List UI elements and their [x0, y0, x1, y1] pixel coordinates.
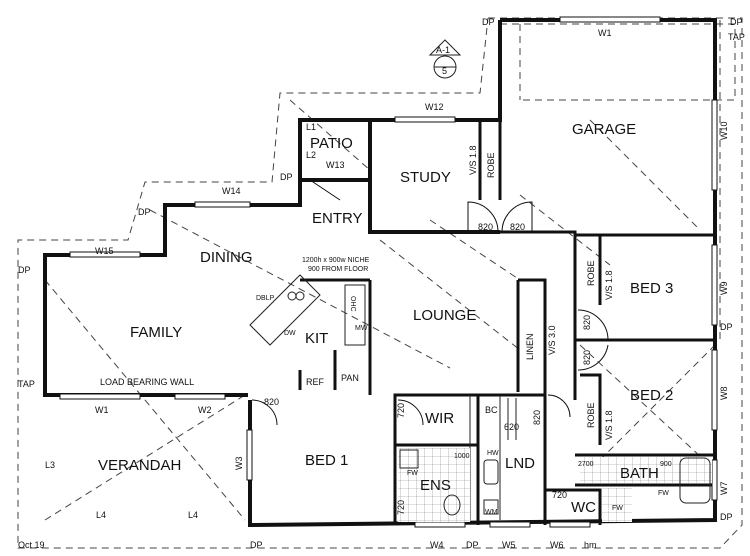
label-dp-8: DP	[466, 540, 479, 550]
label-dp-6: DP	[720, 322, 733, 332]
room-study: STUDY	[400, 169, 451, 186]
label-dp-2: DP	[730, 17, 743, 27]
label-w7: W7	[719, 482, 729, 496]
room-family: FAMILY	[130, 324, 182, 341]
label-720-wir: 720	[396, 403, 406, 418]
label-w1-verandah: W1	[95, 405, 109, 415]
label-2700: 2700	[578, 461, 594, 468]
label-dp-3: DP	[280, 172, 293, 182]
label-900: 900	[660, 461, 672, 468]
label-w4: W4	[430, 540, 444, 550]
doors	[251, 179, 609, 426]
label-w10: W10	[719, 121, 729, 140]
windows	[59, 16, 718, 528]
label-720-wc: 720	[552, 490, 567, 500]
label-w14: W14	[222, 186, 241, 196]
label-hw: HW	[487, 450, 499, 457]
label-dp-7: DP	[250, 540, 263, 550]
room-lnd: LND	[505, 455, 535, 472]
label-fw-wc: FW	[612, 505, 623, 512]
label-tap-1: TAP	[18, 379, 35, 389]
label-fw-ens: FW	[407, 470, 418, 477]
label-five: 5	[442, 66, 447, 76]
label-w9: W9	[719, 282, 729, 296]
label-wm: WM	[485, 509, 498, 516]
room-bath: BATH	[620, 465, 659, 482]
label-dblp: DBLP	[256, 295, 275, 302]
label-l1: L1	[306, 122, 316, 132]
label-dp-9: DP	[720, 512, 733, 522]
wet-areas	[398, 398, 712, 522]
label-720-ens: 720	[396, 500, 406, 515]
label-l4-2: L4	[188, 510, 198, 520]
label-bc: BC	[485, 405, 498, 415]
section-marker	[428, 39, 462, 79]
label-linen: LINEN	[525, 333, 535, 360]
label-niche1: 1200h x 900w NICHE	[302, 257, 370, 264]
label-dp-5: DP	[18, 265, 31, 275]
label-820-garage: 820	[510, 222, 525, 232]
label-ref: REF	[306, 377, 325, 387]
label-w2: W2	[198, 405, 212, 415]
label-820-bed1: 820	[264, 397, 279, 407]
external-walls	[43, 18, 717, 528]
room-lounge: LOUNGE	[413, 307, 476, 324]
label-tap-2: TAP	[728, 32, 745, 42]
label-l3: L3	[45, 460, 55, 470]
room-dining: DINING	[200, 249, 253, 266]
label-620: 620	[504, 422, 519, 432]
roof-hip-lines	[44, 20, 721, 521]
label-a1: A-1	[436, 45, 450, 55]
label-w3: W3	[234, 457, 244, 471]
label-robe-bed3: ROBE	[586, 260, 596, 286]
room-wc: WC	[571, 499, 596, 516]
label-niche2: 900 FROM FLOOR	[308, 266, 368, 273]
label-820-study: 820	[478, 222, 493, 232]
label-1000: 1000	[454, 453, 470, 460]
label-w6: W6	[550, 540, 564, 550]
label-w12: W12	[425, 102, 444, 112]
label-w8: W8	[719, 387, 729, 401]
label-hm: hm	[584, 540, 597, 550]
label-vs-study: V/S 1.8	[468, 145, 478, 175]
label-l2: L2	[306, 150, 316, 160]
room-ens: ENS	[420, 477, 451, 494]
label-820-bed2: 820	[582, 350, 592, 365]
label-w5: W5	[502, 540, 516, 550]
room-wir: WIR	[425, 410, 454, 427]
label-pan: PAN	[341, 373, 359, 383]
label-robe-study: ROBE	[486, 152, 496, 178]
label-w15: W15	[95, 246, 114, 256]
label-820-bed3: 820	[582, 315, 592, 330]
room-bed3: BED 3	[630, 280, 673, 297]
eave-outline	[17, 17, 743, 549]
label-dp-4: DP	[138, 207, 151, 217]
label-ohc: OHC	[349, 296, 356, 312]
label-date: Oct 19	[18, 540, 45, 550]
label-vs-bed3: V/S 1.8	[604, 270, 614, 300]
room-bed1: BED 1	[305, 452, 348, 469]
label-l4-1: L4	[96, 510, 106, 520]
label-w13: W13	[326, 160, 345, 170]
room-bed2: BED 2	[630, 387, 673, 404]
room-entry: ENTRY	[312, 210, 363, 227]
label-robe-bed2: ROBE	[586, 402, 596, 428]
label-dw: DW	[284, 330, 296, 337]
room-patio: PATIO	[310, 135, 353, 152]
room-kit: KIT	[305, 330, 328, 347]
label-mw: MW	[355, 325, 368, 332]
label-dp-1: DP	[482, 17, 495, 27]
label-820-lnd: 820	[532, 410, 542, 425]
room-verandah: VERANDAH	[98, 457, 181, 474]
kitchen-bench	[249, 274, 366, 346]
label-vs-bed2: V/S 1.8	[604, 410, 614, 440]
room-garage: GARAGE	[572, 121, 636, 138]
label-w1-garage: W1	[598, 28, 612, 38]
label-vs-lounge: V/S 3.0	[547, 325, 557, 355]
label-load-wall: LOAD BEARING WALL	[100, 377, 194, 387]
label-fw-bath: FW	[658, 490, 669, 497]
